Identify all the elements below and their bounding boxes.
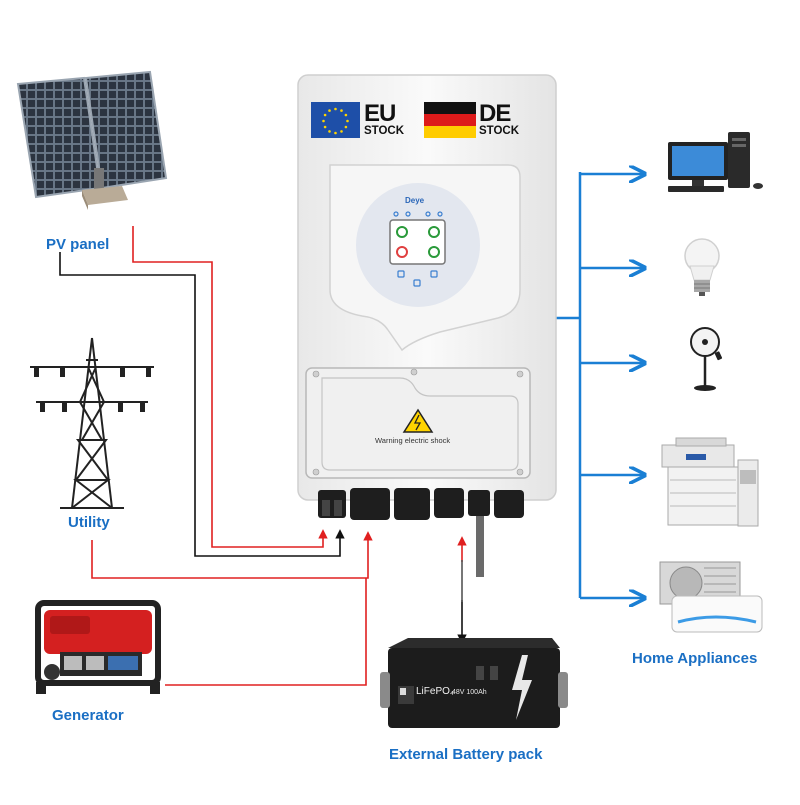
solar-panel-icon: [16, 70, 168, 210]
de-code: DE: [479, 100, 511, 127]
eu-stock: STOCK: [364, 125, 405, 137]
label-pv-panel: PV panel: [46, 236, 110, 253]
label-utility: Utility: [68, 514, 110, 531]
battery-icon: [380, 638, 568, 728]
label-home-appliances: Home Appliances: [632, 650, 758, 667]
wires: [59, 226, 484, 686]
battery-chemistry: LiFePO₄: [416, 686, 454, 697]
wire-pv-black: [59, 252, 345, 557]
appliance-bus: [548, 172, 643, 598]
battery-rating: 48V 100Ah: [452, 689, 487, 696]
fan-icon: [690, 327, 723, 391]
warning-text: Warning electric shock: [375, 436, 451, 445]
wire-generator-red: [165, 578, 367, 686]
generator-icon: [35, 600, 161, 694]
label-generator: Generator: [52, 707, 124, 724]
eu-code: EU: [364, 100, 396, 127]
inverter-brand: Deye: [405, 196, 425, 205]
power-tower-icon: [30, 337, 154, 509]
label-battery-pack: External Battery pack: [389, 746, 543, 763]
eu-flag-icon: [311, 102, 360, 138]
warning-icon: [402, 408, 434, 433]
wire-utility-red: [91, 531, 373, 579]
inverter-unit: [297, 74, 557, 520]
air-conditioner-icon: [659, 561, 763, 633]
de-stock: STOCK: [479, 125, 520, 137]
copier-icon: [661, 437, 759, 527]
light-bulb-icon: [684, 238, 720, 296]
de-flag-icon: [424, 102, 476, 138]
computer-icon: [668, 132, 763, 192]
wire-pv-red: [132, 226, 328, 548]
